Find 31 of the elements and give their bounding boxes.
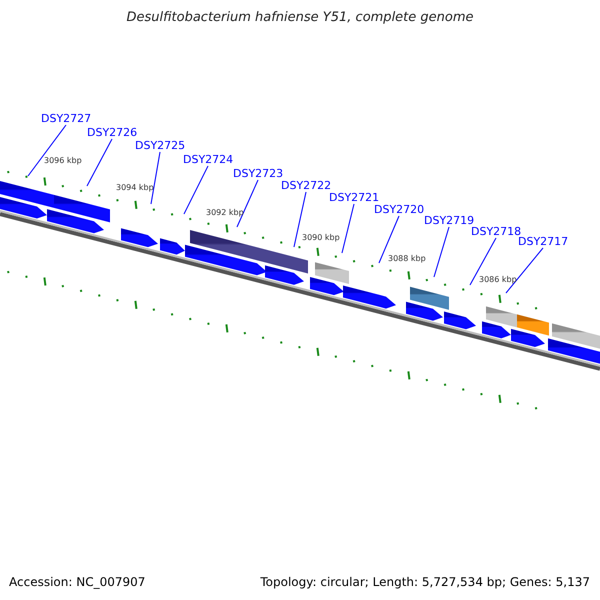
leader-line bbox=[342, 204, 354, 254]
gene-label: DSY2725 bbox=[135, 140, 186, 151]
leader-line bbox=[378, 216, 400, 264]
gene-label: DSY2720 bbox=[374, 204, 424, 215]
leader-line bbox=[184, 166, 208, 214]
leader-line bbox=[86, 138, 112, 186]
gene-label: DSY2724 bbox=[183, 154, 234, 165]
scale-label: 3096 kbp bbox=[44, 157, 82, 165]
genome-summary-text: Topology: circular; Length: 5,727,534 bp; Genes: 5,137 bbox=[260, 576, 590, 588]
scale-label: 3090 kbp bbox=[302, 234, 340, 242]
gene-label: DSY2719 bbox=[424, 215, 474, 226]
leader-line bbox=[506, 248, 544, 294]
leader-line bbox=[434, 226, 450, 278]
leader-line bbox=[28, 124, 66, 176]
diagram-title: Desulfitobacterium hafniense Y51, complete genome bbox=[126, 11, 474, 24]
scale-label: 3092 kbp bbox=[206, 209, 244, 217]
gene-label: DSY2722 bbox=[281, 180, 332, 191]
gene-label: DSY2726 bbox=[87, 127, 138, 138]
gene-label: DSY2721 bbox=[329, 192, 380, 203]
scale-label: 3086 kbp bbox=[479, 276, 517, 284]
gene-label: DSY2717 bbox=[518, 236, 568, 247]
leader-line bbox=[150, 152, 160, 204]
scale-label: 3094 kbp bbox=[116, 184, 154, 192]
gene-label: DSY2727 bbox=[41, 113, 92, 124]
leader-line bbox=[236, 180, 258, 228]
scale-label: 3088 kbp bbox=[388, 255, 426, 263]
leader-line bbox=[470, 238, 496, 286]
accession-text: Accession: NC_007907 bbox=[9, 576, 146, 588]
gene-label: DSY2723 bbox=[233, 168, 284, 179]
leader-line bbox=[294, 192, 306, 248]
gene-label: DSY2718 bbox=[471, 226, 522, 237]
